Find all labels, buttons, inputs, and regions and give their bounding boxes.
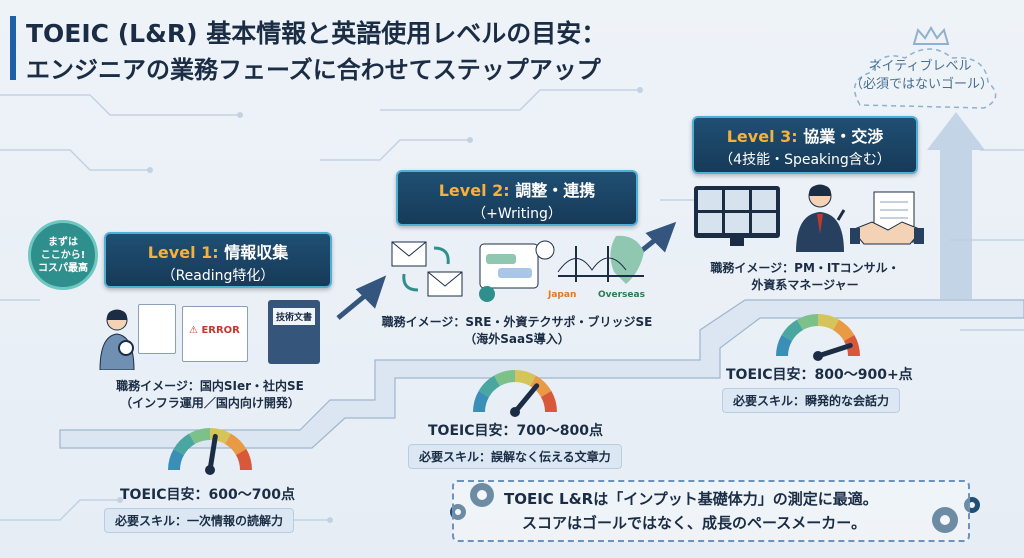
native-goal: ネイティブレベル （必須ではないゴール） — [850, 58, 994, 94]
book-label: 技術文書 — [273, 308, 315, 325]
level3-name: 協業・交渉 — [803, 127, 884, 146]
level2-badge: Level 2: 調整・連携 （+Writing） — [396, 170, 638, 226]
gauge-segment — [235, 449, 252, 470]
bridge-icon — [556, 232, 646, 292]
level2-role: 職務イメージ：SRE・外資テクサポ・ブリッジSE （海外SaaS導入） — [372, 314, 662, 348]
gauge-hub — [510, 407, 520, 417]
error-window-icon: ⚠ ERROR — [182, 306, 248, 362]
communication-icons — [390, 238, 570, 304]
level1-role: 職務イメージ：国内SIer・社内SE （インフラ運用／国内向け開発） — [60, 378, 360, 412]
level2-skill: 必要スキル：誤解なく伝える文章力 — [408, 444, 622, 469]
level3-number: Level 3: — [726, 127, 798, 146]
handshake-icon — [850, 190, 924, 252]
crown-icon — [912, 26, 950, 45]
gauge-needle — [207, 433, 218, 473]
recommend-seal: まずは ここから! コスパ最高 — [28, 220, 98, 290]
document-icon — [138, 304, 176, 354]
level1-role-line1: 職務イメージ：国内SIer・社内SE — [116, 379, 304, 393]
speaker-person-icon — [790, 180, 850, 252]
level2-role-line1: 職務イメージ：SRE・外資テクサポ・ブリッジSE — [381, 315, 653, 329]
gauge-hub — [813, 351, 823, 361]
level1-sub: （Reading特化） — [161, 268, 275, 284]
gauge-segment — [540, 391, 557, 412]
level2-number: Level 2: — [438, 181, 510, 200]
gauge-segment — [530, 375, 552, 397]
overseas-label: Overseas — [598, 290, 645, 300]
summary-line2: スコアはゴールではなく、成長のペースメーカー。 — [522, 514, 867, 532]
level2-role-line2: （海外SaaS導入） — [464, 332, 570, 346]
level1-score: TOEIC目安：600〜700点 — [120, 487, 295, 503]
level3-role: 職務イメージ：PM・ITコンサル・ 外資系マネージャー — [680, 260, 930, 294]
level3-role-line1: 職務イメージ：PM・ITコンサル・ — [710, 261, 900, 275]
native-label: ネイティブレベル — [868, 59, 972, 74]
level2-sub: （+Writing） — [472, 206, 562, 222]
seal-line2: ここから! — [40, 250, 86, 261]
gauge-segment — [515, 370, 536, 387]
level2-score: TOEIC目安：700〜800点 — [428, 423, 603, 439]
summary-box — [452, 480, 970, 542]
goal-cloud — [853, 48, 997, 109]
gauge-segment — [776, 335, 793, 356]
summary-line1: TOEIC L&Rは「インプット基礎体力」の測定に最適。 — [504, 490, 878, 508]
gauge-segment — [478, 375, 500, 397]
gauge-segment — [818, 314, 839, 331]
seal-line3: コスパ最高 — [38, 263, 88, 274]
level1-skill: 必要スキル：一次情報の読解力 — [104, 508, 295, 533]
goal-arrow — [927, 112, 985, 300]
title-accent-bar — [10, 16, 16, 80]
level3-role-line2: 外資系マネージャー — [751, 278, 859, 292]
gauge-segment — [225, 433, 247, 455]
level3-sub: （4技能・Speaking含む） — [719, 152, 891, 168]
level2-name: 調整・連携 — [515, 181, 596, 200]
staircase — [59, 299, 1024, 449]
gauge-level2 — [473, 370, 557, 417]
native-note: （必須ではないゴール） — [850, 77, 994, 92]
level1-badge: Level 1: 情報収集 （Reading特化） — [104, 232, 332, 288]
gauge-segment — [797, 314, 818, 331]
page-subtitle: エンジニアの業務フェーズに合わせてステップアップ — [26, 56, 601, 84]
gauge-needle — [815, 342, 853, 359]
japan-label: Japan — [548, 290, 577, 300]
level3-skill: 必要スキル：瞬発的な会話力 — [722, 388, 901, 413]
tech-book-icon: 技術文書 — [268, 300, 320, 364]
engineer-person-icon — [96, 306, 138, 371]
level1-number: Level 1: — [147, 243, 219, 262]
gauge-segment — [833, 319, 855, 341]
gauge-level3 — [776, 314, 860, 361]
gauge-segment — [494, 370, 515, 387]
page-title: TOEIC (L&R) 基本情報と英語使用レベルの目安： — [26, 19, 607, 48]
level1-name: 情報収集 — [224, 243, 289, 262]
gauge-segment — [473, 391, 490, 412]
gauge-level1 — [168, 428, 252, 475]
error-label: ERROR — [201, 325, 240, 336]
gauge-hub — [205, 465, 215, 475]
level3-badge: Level 3: 協業・交渉 （4技能・Speaking含む） — [692, 116, 918, 174]
gauge-segment — [173, 433, 195, 455]
seal-line1: まずは — [48, 237, 78, 248]
gauge-needle — [512, 383, 540, 415]
gauge-segment — [189, 428, 210, 445]
level3-score: TOEIC目安：800〜900+点 — [726, 367, 913, 383]
video-conference-icon — [692, 182, 782, 248]
gauge-segment — [168, 449, 185, 470]
gauge-segment — [781, 319, 803, 341]
level1-role-line2: （インフラ運用／国内向け開発） — [120, 396, 300, 410]
